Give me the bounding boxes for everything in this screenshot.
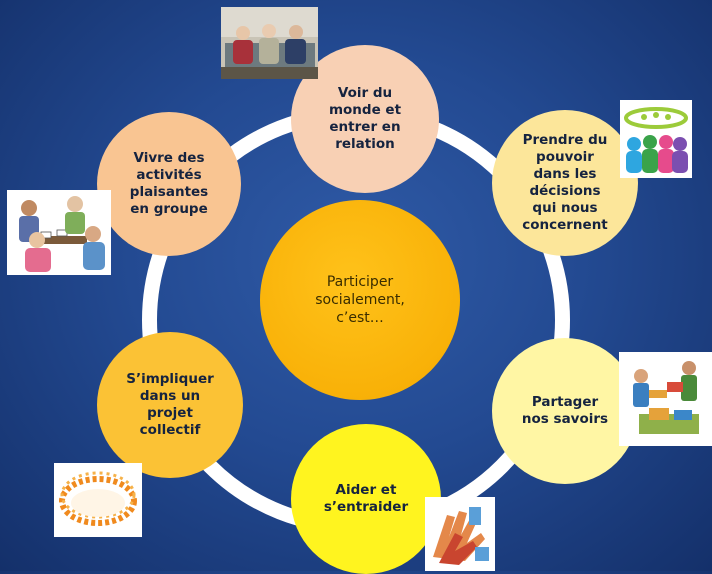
center-label: Participer socialement, c’est… bbox=[315, 274, 405, 326]
node-top-right: Prendre du pouvoir dans les décisions qu… bbox=[492, 110, 638, 256]
helping-hands-clipart bbox=[425, 497, 495, 571]
node-top-right-label: Prendre du pouvoir dans les décisions qu… bbox=[522, 132, 608, 233]
group-people-icon bbox=[620, 100, 692, 178]
node-top-left-label: Vivre des activités plaisantes en groupe bbox=[129, 150, 209, 217]
card-players-clipart bbox=[7, 190, 111, 275]
node-top: Voir du monde et entrer en relation bbox=[291, 45, 439, 193]
node-bottom-right-label: Partager nos savoirs bbox=[521, 394, 609, 427]
center-circle: Participer socialement, c’est… bbox=[260, 200, 460, 400]
node-bottom-right: Partager nos savoirs bbox=[492, 338, 638, 484]
node-bottom: Aider et s’entraider bbox=[291, 424, 441, 574]
circle-of-people-icon bbox=[54, 463, 142, 537]
seniors-photo bbox=[221, 7, 318, 79]
node-bottom-left-label: S’impliquer dans un projet collectif bbox=[126, 371, 214, 438]
node-bottom-left: S’impliquer dans un projet collectif bbox=[97, 332, 243, 478]
node-top-label: Voir du monde et entrer en relation bbox=[328, 85, 402, 152]
node-bottom-label: Aider et s’entraider bbox=[323, 482, 409, 515]
puzzle-workers-clipart bbox=[619, 352, 712, 446]
node-top-left: Vivre des activités plaisantes en groupe bbox=[97, 112, 241, 256]
